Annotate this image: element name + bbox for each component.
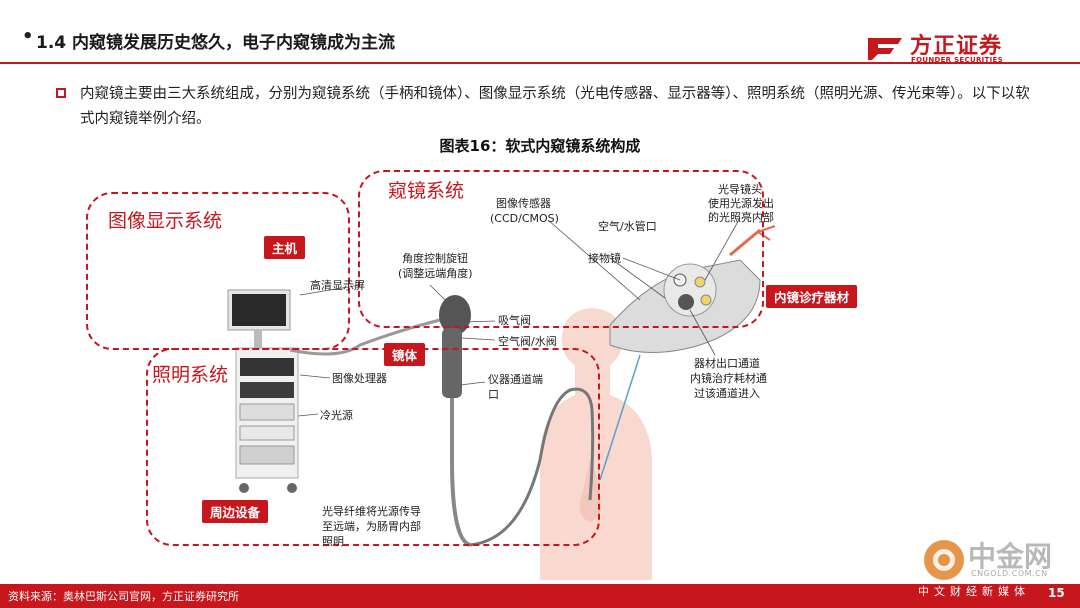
page-title: 1.4 内窥镜发展历史悠久，电子内窥镜成为主流: [36, 33, 396, 53]
instrument-port-callout: 仪器通道端: [488, 373, 543, 386]
scope-handle: [439, 295, 471, 547]
page-number: 15: [1048, 586, 1065, 600]
host-tag: 主机: [264, 236, 306, 259]
image-processor-callout: 图像处理器: [332, 372, 387, 385]
objective-callout: 接物镜: [588, 252, 621, 265]
founder-logo-icon: [868, 38, 902, 60]
fiber-callout-3: 照明: [322, 535, 344, 548]
image-sensor-callout: 图像传感器: [496, 197, 551, 210]
title-bullet: •: [22, 26, 34, 47]
air-water-valve-callout: 空气阀/水阀: [498, 335, 557, 348]
cngold-logo-icon: [924, 540, 964, 580]
cold-light-callout: 冷光源: [320, 409, 353, 422]
fiber-callout-2: 至远端，为肠胃内部: [322, 520, 421, 533]
footer-bar: [0, 584, 1080, 608]
logo-name-cn: 方正证券: [910, 34, 1003, 59]
watermark-cn: 中金网: [968, 540, 1053, 573]
light-guide-callout-3: 的光照亮内部: [708, 211, 774, 224]
instrument-port-callout-2: 口: [488, 388, 499, 401]
image-sensor-sub-callout: (CCD/CMOS): [490, 212, 559, 225]
lighting-system-region: [146, 348, 600, 546]
peripheral-tag: 周边设备: [202, 500, 269, 523]
footer-watermark-text: 中文财经新媒体: [918, 585, 1030, 598]
instrument-tag: 内镜诊疗器材: [766, 285, 858, 308]
intro-paragraph: 内窥镜主要由三大系统组成，分别为窥镜系统（手柄和镜体）、图像显示系统（光电传感器…: [80, 86, 1030, 127]
footer-source: 资料来源：奥林巴斯公司官网，方正证券研究所: [8, 590, 239, 603]
suction-valve-callout: 吸气阀: [498, 314, 531, 327]
light-guide-callout-1: 光导镜头: [718, 183, 762, 196]
cart-illustration: [227, 289, 299, 493]
angle-knob-sub-callout: (调整远端角度): [398, 267, 473, 280]
scope-tip-zoom: [599, 225, 776, 481]
logo-name-en: FOUNDER SECURITIES: [911, 56, 1003, 64]
air-water-tube-callout: 空气/水管口: [598, 220, 657, 233]
scope-system-region: [358, 170, 764, 328]
bullet-square-icon: [56, 88, 66, 98]
fiber-callout-1: 光导纤维将光源传导: [322, 505, 421, 518]
display-system-label: 图像显示系统: [108, 210, 223, 232]
header-divider: [0, 62, 1080, 64]
light-guide-callout-2: 使用光源发出: [708, 197, 774, 210]
scope-body-tag: 镜体: [384, 343, 426, 366]
lighting-system-label: 照明系统: [152, 364, 229, 386]
endoscope-diagram: [227, 217, 776, 580]
outlet-callout-3: 过该通道进入: [694, 387, 760, 400]
scope-system-label: 窥镜系统: [388, 180, 465, 202]
outlet-callout-1: 器材出口通道: [694, 357, 760, 370]
angle-knob-callout: 角度控制旋钮: [402, 252, 468, 265]
outlet-callout-2: 内镜治疗耗材通: [690, 372, 767, 385]
watermark-en: CNGOLD.COM.CN: [971, 569, 1048, 578]
figure-title: 图表16：软式内窥镜系统构成: [439, 137, 641, 155]
hd-monitor-callout: 高清显示屏: [310, 279, 365, 292]
